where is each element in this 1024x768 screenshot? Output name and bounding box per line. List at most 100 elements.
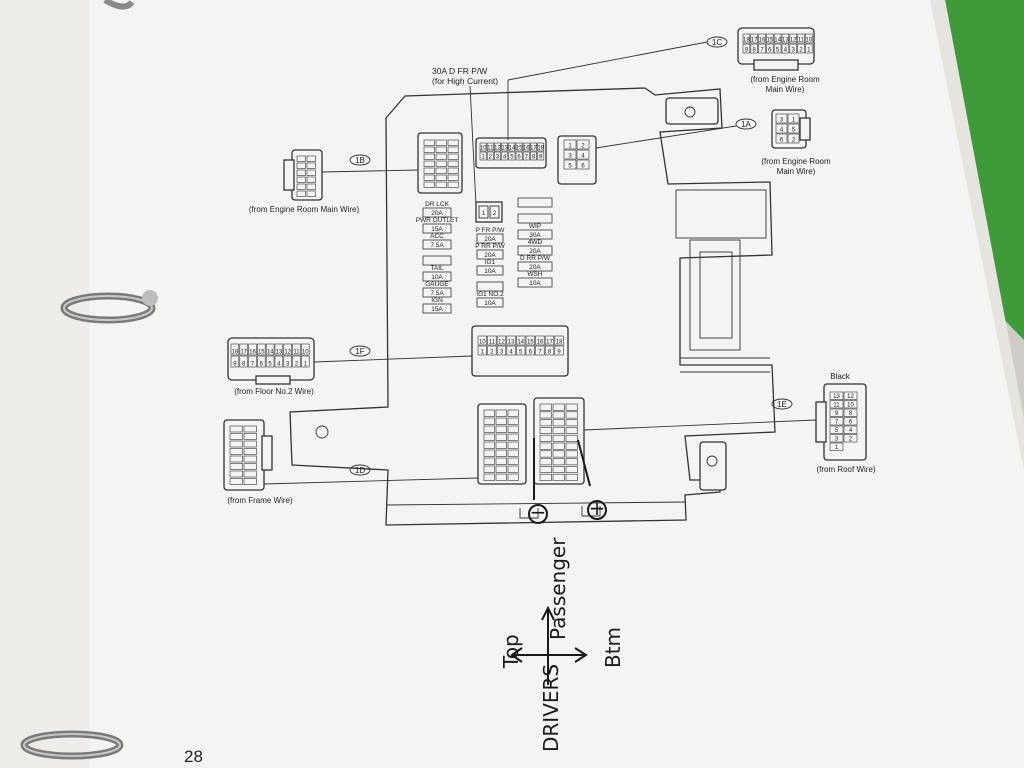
- note-passenger: Passenger: [546, 537, 570, 640]
- fuse-left-slot: [422, 271, 452, 282]
- fuse-left-slot: [422, 303, 452, 314]
- socket-1C-pin: 13: [501, 146, 508, 152]
- fuse-left-name: IGN: [431, 297, 443, 304]
- fuse-left-name: DR LCK: [425, 201, 450, 208]
- connector-1E-cell: [843, 417, 858, 426]
- connector-1C-cell: [742, 43, 751, 54]
- connector-1F-cell: [248, 355, 257, 368]
- socket-1F-pin: 6: [529, 350, 533, 356]
- socket-1C-pin: 17: [530, 146, 537, 152]
- socket-1E-cell: [565, 427, 578, 434]
- socket-1D-cell: [495, 465, 507, 473]
- socket-1C-cell: [486, 142, 494, 152]
- polarity-negative: −: [530, 500, 547, 524]
- connector-1E-cell: [843, 391, 858, 400]
- connector-1D-cell: [243, 478, 257, 485]
- socket-1C-pin: 1: [481, 155, 485, 161]
- socket-1F-cell: [477, 345, 487, 356]
- fuse-mid-slot: [476, 249, 504, 260]
- fuse-left-name: GAUGE: [425, 281, 449, 288]
- socket-1F-pin: 3: [500, 350, 504, 356]
- fuse-mid-name: IG1 NO.2: [476, 291, 504, 298]
- socket-1F-pin: 17: [546, 340, 553, 346]
- connector-1D-cell: [229, 425, 243, 433]
- fuse-right-slot: [517, 261, 553, 272]
- socket-1E-cell: [539, 427, 552, 434]
- connector-1C-cell: [742, 33, 751, 44]
- socket-1C-cell: [486, 151, 494, 161]
- socket-1C-pin: 12: [494, 146, 501, 152]
- socket-1F-cell: [516, 345, 526, 356]
- socket-1D-cell: [507, 409, 519, 417]
- connector-1F-pin: 1: [304, 362, 308, 368]
- connector-1E-pin: 12: [847, 394, 854, 400]
- socket-1D-cell: [483, 473, 495, 481]
- socket-1C-pin: 7: [525, 155, 529, 161]
- socket-1F-pin: 2: [490, 350, 494, 356]
- socket-1F-cell: [516, 335, 526, 346]
- socket-1C-cell: [530, 151, 537, 161]
- connector-1E-color: Black: [830, 372, 851, 381]
- connector-1C-cell: [766, 43, 774, 54]
- fuse-mid-slot: [476, 233, 504, 244]
- fuse-left-amp: 7.5A: [430, 290, 444, 297]
- socket-1E-cell: [565, 403, 578, 411]
- connector-1E-cell: [843, 400, 858, 409]
- connector-1F-cell: [230, 355, 240, 368]
- fuse-left-name: ACC: [430, 233, 444, 240]
- connector-1C-cell: [766, 33, 774, 44]
- socket-1B-cell: [447, 174, 459, 181]
- connector-1E-cell: [829, 391, 844, 400]
- connector-1F-cell: [257, 343, 266, 356]
- connector-1F-source: (from Floor No.2 Wire): [234, 387, 314, 396]
- connector-1C-cell: [773, 43, 782, 54]
- connector-1C-pin: 4: [784, 48, 788, 54]
- socket-1C-cell: [522, 142, 530, 152]
- socket-1D-cell: [495, 441, 507, 449]
- socket-1D-cell: [495, 417, 507, 425]
- socket-1F-cell: [544, 345, 555, 356]
- connector-1E-pin: 9: [835, 411, 839, 417]
- connector-1E-pin: 10: [847, 403, 854, 409]
- socket-1A-pin: 6: [581, 164, 585, 170]
- socket-1D-cell: [483, 465, 495, 473]
- connector-1A-cell: [775, 133, 788, 144]
- fuse-mid-slot: [476, 265, 504, 276]
- socket-1F-cell: [535, 345, 545, 356]
- connector-1B-cell: [296, 176, 306, 183]
- handwritten-notes: [510, 438, 607, 685]
- fuse-mid-name: P FR P/W: [476, 227, 506, 234]
- socket-1E-cell: [552, 403, 565, 411]
- socket-1C-pin: 4: [503, 155, 507, 161]
- connector-1C-cell: [805, 43, 813, 54]
- socket-1D-cell: [483, 449, 495, 457]
- binder-ring-bottom: [20, 730, 124, 760]
- connector-1C-cell: [805, 33, 813, 44]
- connector-1E-id: 1E: [777, 400, 787, 409]
- connector-1C-cell: [781, 43, 790, 54]
- socket-1A-pin: 1: [568, 144, 572, 150]
- fuse-right-name: WIP: [529, 223, 541, 230]
- connector-1D-cell: [243, 455, 257, 463]
- socket-1C-cell: [530, 142, 537, 152]
- connector-1C-pin: 16: [759, 38, 766, 44]
- fuse-right-slot: [517, 277, 553, 288]
- connector-1D-cell: [229, 470, 243, 478]
- connector-1F-pin: 10: [302, 350, 309, 356]
- connector-1E-pin: 11: [833, 403, 840, 409]
- socket-1D-cell: [495, 433, 507, 441]
- socket-1D-cell: [495, 449, 507, 457]
- connector-1E-cell: [829, 442, 844, 451]
- socket-1C-pin: 5: [510, 155, 514, 161]
- connector-1B-cell: [296, 190, 306, 197]
- fuse-left-slot: [422, 207, 452, 218]
- socket-1F-cell: [506, 335, 516, 346]
- socket-1C-pin: 9: [539, 155, 543, 161]
- socket-1E-cell: [539, 419, 552, 427]
- socket-1D-cell: [507, 433, 519, 441]
